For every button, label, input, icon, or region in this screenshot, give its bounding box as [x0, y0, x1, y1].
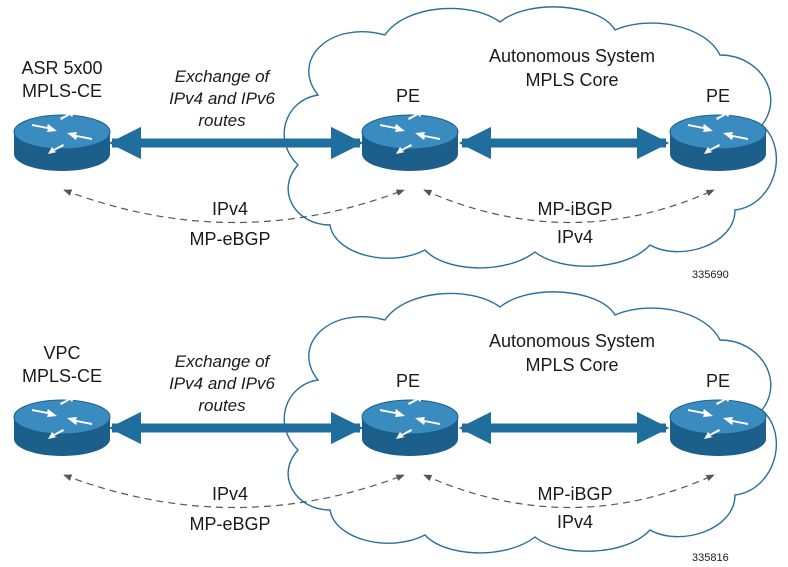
ce-label-line2: MPLS-CE — [22, 81, 102, 101]
ebgp-proto-label: IPv4 — [212, 484, 248, 504]
exchange-label-line2: IPv4 and IPv6 — [169, 89, 275, 108]
ce-label-line1: ASR 5x00 — [21, 58, 102, 78]
ibgp-label: MP-iBGP — [537, 199, 612, 219]
pe-left-label: PE — [396, 371, 420, 391]
ce-label-line2: MPLS-CE — [22, 366, 102, 386]
exchange-label-line3: routes — [198, 111, 246, 130]
ebgp-session-arc — [63, 189, 405, 224]
ce-router-icon — [13, 394, 111, 457]
ibgp-session-arc — [423, 189, 715, 224]
figure-id: 335690 — [692, 269, 729, 281]
ibgp-label: MP-iBGP — [537, 484, 612, 504]
ebgp-label: MP-eBGP — [189, 514, 270, 534]
exchange-label-line1: Exchange of — [175, 67, 272, 86]
ibgp-proto-label: IPv4 — [557, 227, 593, 247]
exchange-label-line1: Exchange of — [175, 352, 272, 371]
ibgp-proto-label: IPv4 — [557, 512, 593, 532]
ebgp-label: MP-eBGP — [189, 229, 270, 249]
ebgp-session-arc — [63, 474, 405, 509]
cloud-title-line1: Autonomous System — [489, 331, 655, 351]
cloud-title-line1: Autonomous System — [489, 46, 655, 66]
cloud-title-line2: MPLS Core — [525, 355, 618, 375]
diagram-top: ASR 5x00 MPLS-CE Exchange of IPv4 and IP… — [13, 6, 778, 281]
figure-id: 335816 — [692, 552, 729, 564]
pe-right-label: PE — [706, 86, 730, 106]
pe-left-label: PE — [396, 86, 420, 106]
exchange-label-line2: IPv4 and IPv6 — [169, 374, 275, 393]
ce-label-line1: VPC — [43, 343, 80, 363]
exchange-label-line3: routes — [198, 396, 246, 415]
diagram-bottom: VPC MPLS-CE Exchange of IPv4 and IPv6 ro… — [13, 291, 778, 564]
ibgp-session-arc — [423, 474, 715, 509]
cloud-title-line2: MPLS Core — [525, 70, 618, 90]
ebgp-proto-label: IPv4 — [212, 199, 248, 219]
pe-right-label: PE — [706, 371, 730, 391]
ce-router-icon — [13, 109, 111, 172]
